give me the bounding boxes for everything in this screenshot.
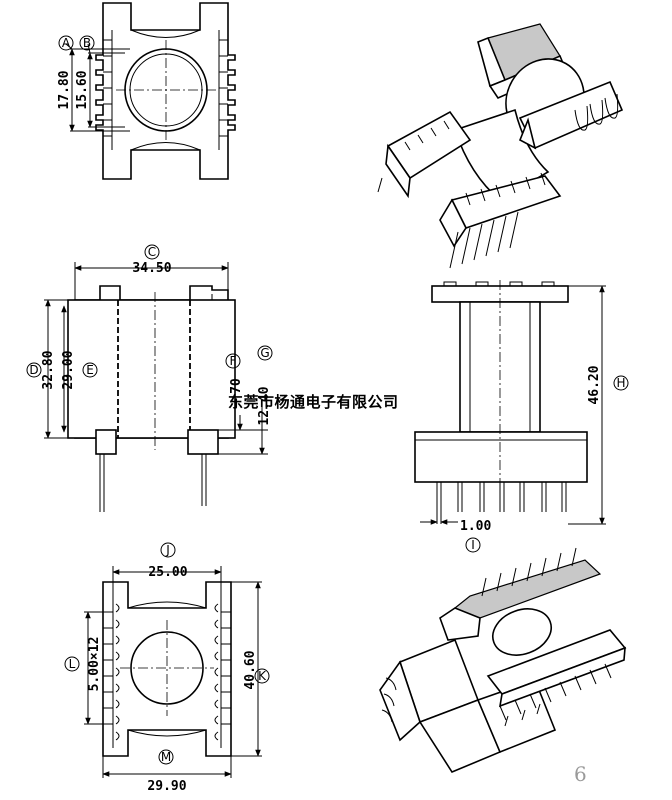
dim-29-00: 29.00 xyxy=(61,350,76,389)
svg-text:K: K xyxy=(258,669,267,683)
dim-70: 70 xyxy=(229,378,244,394)
dim-46-20: 46.20 xyxy=(587,365,602,404)
side-view: 46.20 H 1.00 I xyxy=(414,280,629,553)
svg-text:D: D xyxy=(29,363,38,377)
callout-a: A xyxy=(58,35,74,51)
callout-b: B xyxy=(79,35,95,51)
page-number: 6 xyxy=(574,762,587,786)
svg-text:J: J xyxy=(165,543,170,557)
callout-i: I xyxy=(465,537,481,553)
svg-text:L: L xyxy=(69,657,76,671)
dim-32-80: 32.80 xyxy=(41,350,56,389)
dim-29-90: 29.90 xyxy=(147,779,186,794)
svg-text:B: B xyxy=(83,36,91,50)
dim-17-80: 17.80 xyxy=(57,70,72,109)
callout-l: L xyxy=(64,656,80,672)
svg-text:M: M xyxy=(161,750,171,764)
isometric-view-top xyxy=(377,23,624,269)
callout-g: G xyxy=(257,345,273,361)
callout-f: F xyxy=(225,353,241,369)
company-watermark: 东莞市杨通电子有限公司 xyxy=(228,393,399,411)
callout-d: D xyxy=(26,362,42,378)
top-view: A B 17.80 15.60 xyxy=(57,2,236,180)
svg-text:C: C xyxy=(148,245,156,259)
isometric-view-bottom xyxy=(379,547,627,773)
callout-m: M xyxy=(158,749,174,765)
svg-text:G: G xyxy=(260,346,269,360)
callout-c: C xyxy=(144,244,160,260)
callout-h: H xyxy=(613,375,629,391)
svg-text:I: I xyxy=(471,538,475,552)
bottom-view: J 25.00 40.60 K 5.00×12 L 29.90 M xyxy=(64,542,270,794)
svg-text:A: A xyxy=(62,36,71,50)
svg-text:F: F xyxy=(230,354,237,368)
dim-5-00x12: 5.00×12 xyxy=(87,637,102,692)
dim-12-40: 12.40 xyxy=(257,386,272,425)
dim-1-00: 1.00 xyxy=(460,519,491,534)
svg-text:E: E xyxy=(86,363,94,377)
callout-e: E xyxy=(82,362,98,378)
dim-40-60: 40.60 xyxy=(243,650,258,689)
dim-34-50: 34.50 xyxy=(132,261,171,276)
dim-25-00: 25.00 xyxy=(148,565,187,580)
front-view: C 34.50 D E 32.80 29.00 F G 70 12.40 xyxy=(26,244,273,512)
dim-15-60: 15.60 xyxy=(75,70,90,109)
svg-text:H: H xyxy=(616,376,625,390)
callout-j: J xyxy=(160,542,176,558)
callout-k: K xyxy=(254,668,270,684)
